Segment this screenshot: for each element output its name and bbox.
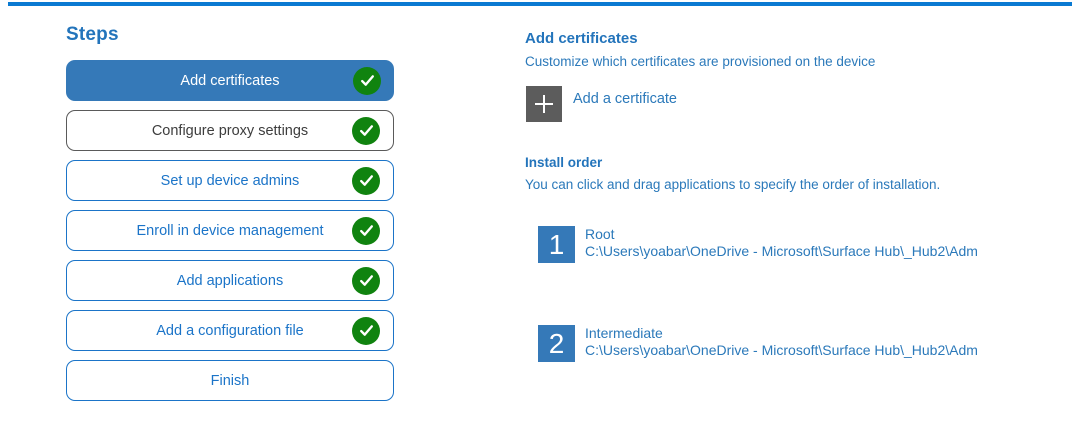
check-icon bbox=[352, 116, 380, 145]
certificate-path: C:\Users\yoabar\OneDrive - Microsoft\Sur… bbox=[585, 342, 978, 358]
item-text: Root C:\Users\yoabar\OneDrive - Microsof… bbox=[585, 226, 978, 260]
step-label: Enroll in device management bbox=[136, 222, 324, 239]
steps-sidebar: Steps Add certificates Configure proxy s… bbox=[66, 24, 394, 410]
add-certificate-label: Add a certificate bbox=[573, 91, 677, 107]
step-configure-proxy-settings[interactable]: Configure proxy settings bbox=[66, 110, 394, 151]
step-add-a-configuration-file[interactable]: Add a configuration file bbox=[66, 310, 394, 351]
order-badge: 2 bbox=[538, 325, 575, 362]
step-label: Set up device admins bbox=[160, 172, 300, 189]
step-label: Add a configuration file bbox=[156, 322, 304, 339]
step-add-certificates[interactable]: Add certificates bbox=[66, 60, 394, 101]
certificate-name: Root bbox=[585, 226, 615, 242]
page-subtitle: Customize which certificates are provisi… bbox=[525, 54, 876, 69]
item-text: Intermediate C:\Users\yoabar\OneDrive - … bbox=[585, 325, 978, 359]
certificate-name: Intermediate bbox=[585, 325, 663, 341]
install-order-heading: Install order bbox=[525, 155, 603, 170]
step-label: Add applications bbox=[176, 272, 284, 289]
step-add-applications[interactable]: Add applications bbox=[66, 260, 394, 301]
check-icon bbox=[353, 66, 381, 95]
step-label: Configure proxy settings bbox=[151, 122, 309, 139]
top-accent-bar bbox=[8, 2, 1072, 6]
install-order-item[interactable]: 1 Root C:\Users\yoabar\OneDrive - Micros… bbox=[538, 226, 978, 263]
check-icon bbox=[352, 216, 380, 245]
check-icon bbox=[352, 266, 380, 295]
step-enroll-in-device-management[interactable]: Enroll in device management bbox=[66, 210, 394, 251]
step-label: Finish bbox=[210, 372, 250, 389]
page-title: Add certificates bbox=[525, 30, 638, 47]
step-label: Add certificates bbox=[180, 72, 280, 89]
certificate-path: C:\Users\yoabar\OneDrive - Microsoft\Sur… bbox=[585, 243, 978, 259]
install-order-item[interactable]: 2 Intermediate C:\Users\yoabar\OneDrive … bbox=[538, 325, 978, 362]
check-icon bbox=[352, 316, 380, 345]
add-certificate-button[interactable]: Add a certificate bbox=[526, 86, 677, 122]
step-set-up-device-admins[interactable]: Set up device admins bbox=[66, 160, 394, 201]
step-finish[interactable]: Finish bbox=[66, 360, 394, 401]
steps-heading: Steps bbox=[66, 24, 119, 45]
plus-icon bbox=[526, 86, 562, 122]
order-badge: 1 bbox=[538, 226, 575, 263]
install-order-description: You can click and drag applications to s… bbox=[525, 177, 941, 192]
check-icon bbox=[352, 166, 380, 195]
add-certificates-panel: Add certificates Customize which certifi… bbox=[525, 30, 1072, 430]
